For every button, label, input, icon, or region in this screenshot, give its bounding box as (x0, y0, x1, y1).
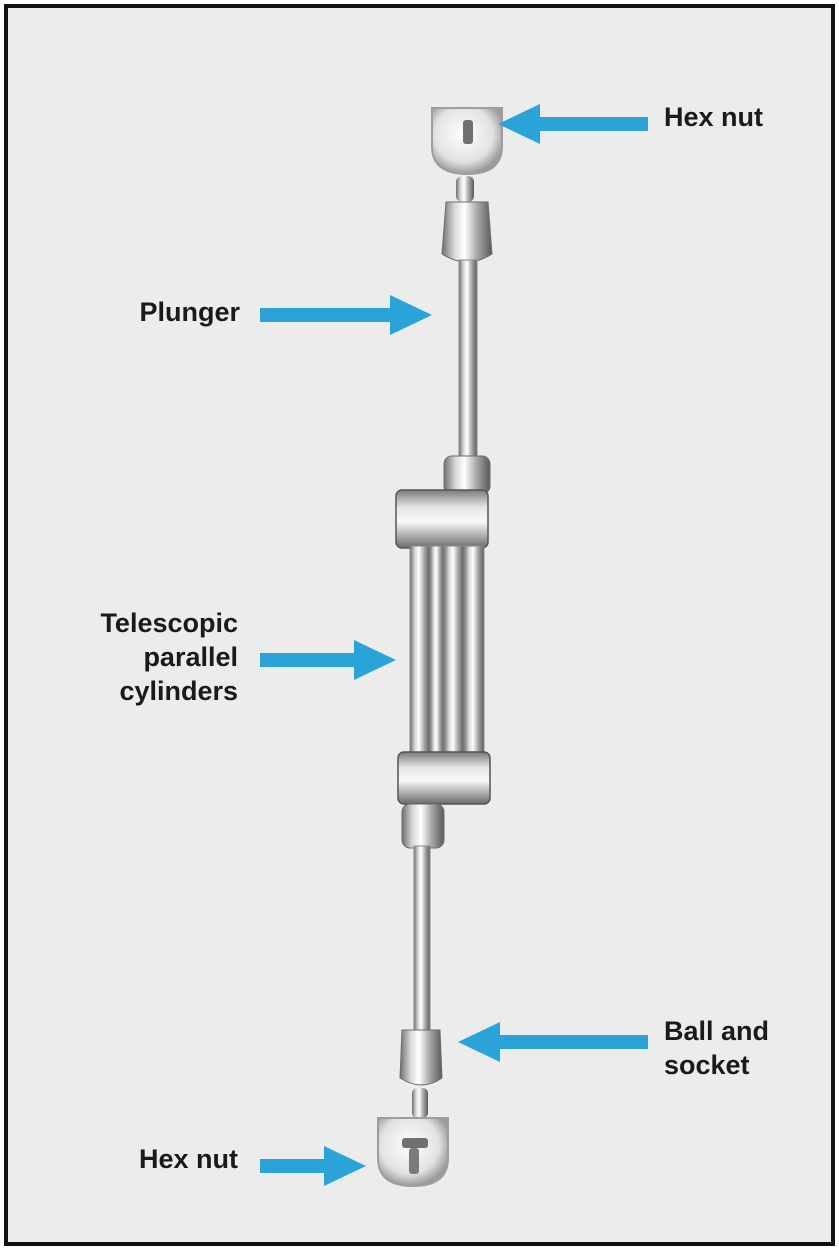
label-hex-nut-top: Hex nut (664, 102, 764, 132)
arrow-hex-nut-top (498, 104, 648, 144)
arrow-hex-nut-bottom (260, 1146, 366, 1186)
label-hex-nut-bottom: Hex nut (138, 1144, 238, 1174)
figure-frame: Hex nut Plunger Telescopic parallel cyli… (4, 4, 835, 1246)
arrow-ball-and-socket (458, 1022, 648, 1062)
arrow-right-icon (260, 1146, 366, 1186)
label-telescopic-parallel-cylinders: Telescopic parallel cylinders (48, 606, 238, 708)
label-line: Ball and (664, 1016, 770, 1046)
arrow-left-icon (458, 1022, 648, 1062)
arrow-right-icon (260, 640, 396, 680)
label-line: Telescopic (100, 608, 238, 638)
label-line: parallel (143, 642, 238, 672)
label-plunger: Plunger (139, 297, 240, 327)
label-ball-and-socket: Ball and socket (664, 1014, 769, 1082)
strut-device-photo (377, 107, 503, 1188)
arrow-right-icon (260, 295, 432, 335)
arrow-left-icon (498, 104, 648, 144)
arrow-telescopic-cylinders (260, 640, 396, 680)
label-line: socket (664, 1050, 750, 1080)
arrow-plunger (260, 295, 432, 335)
label-line: cylinders (119, 676, 238, 706)
